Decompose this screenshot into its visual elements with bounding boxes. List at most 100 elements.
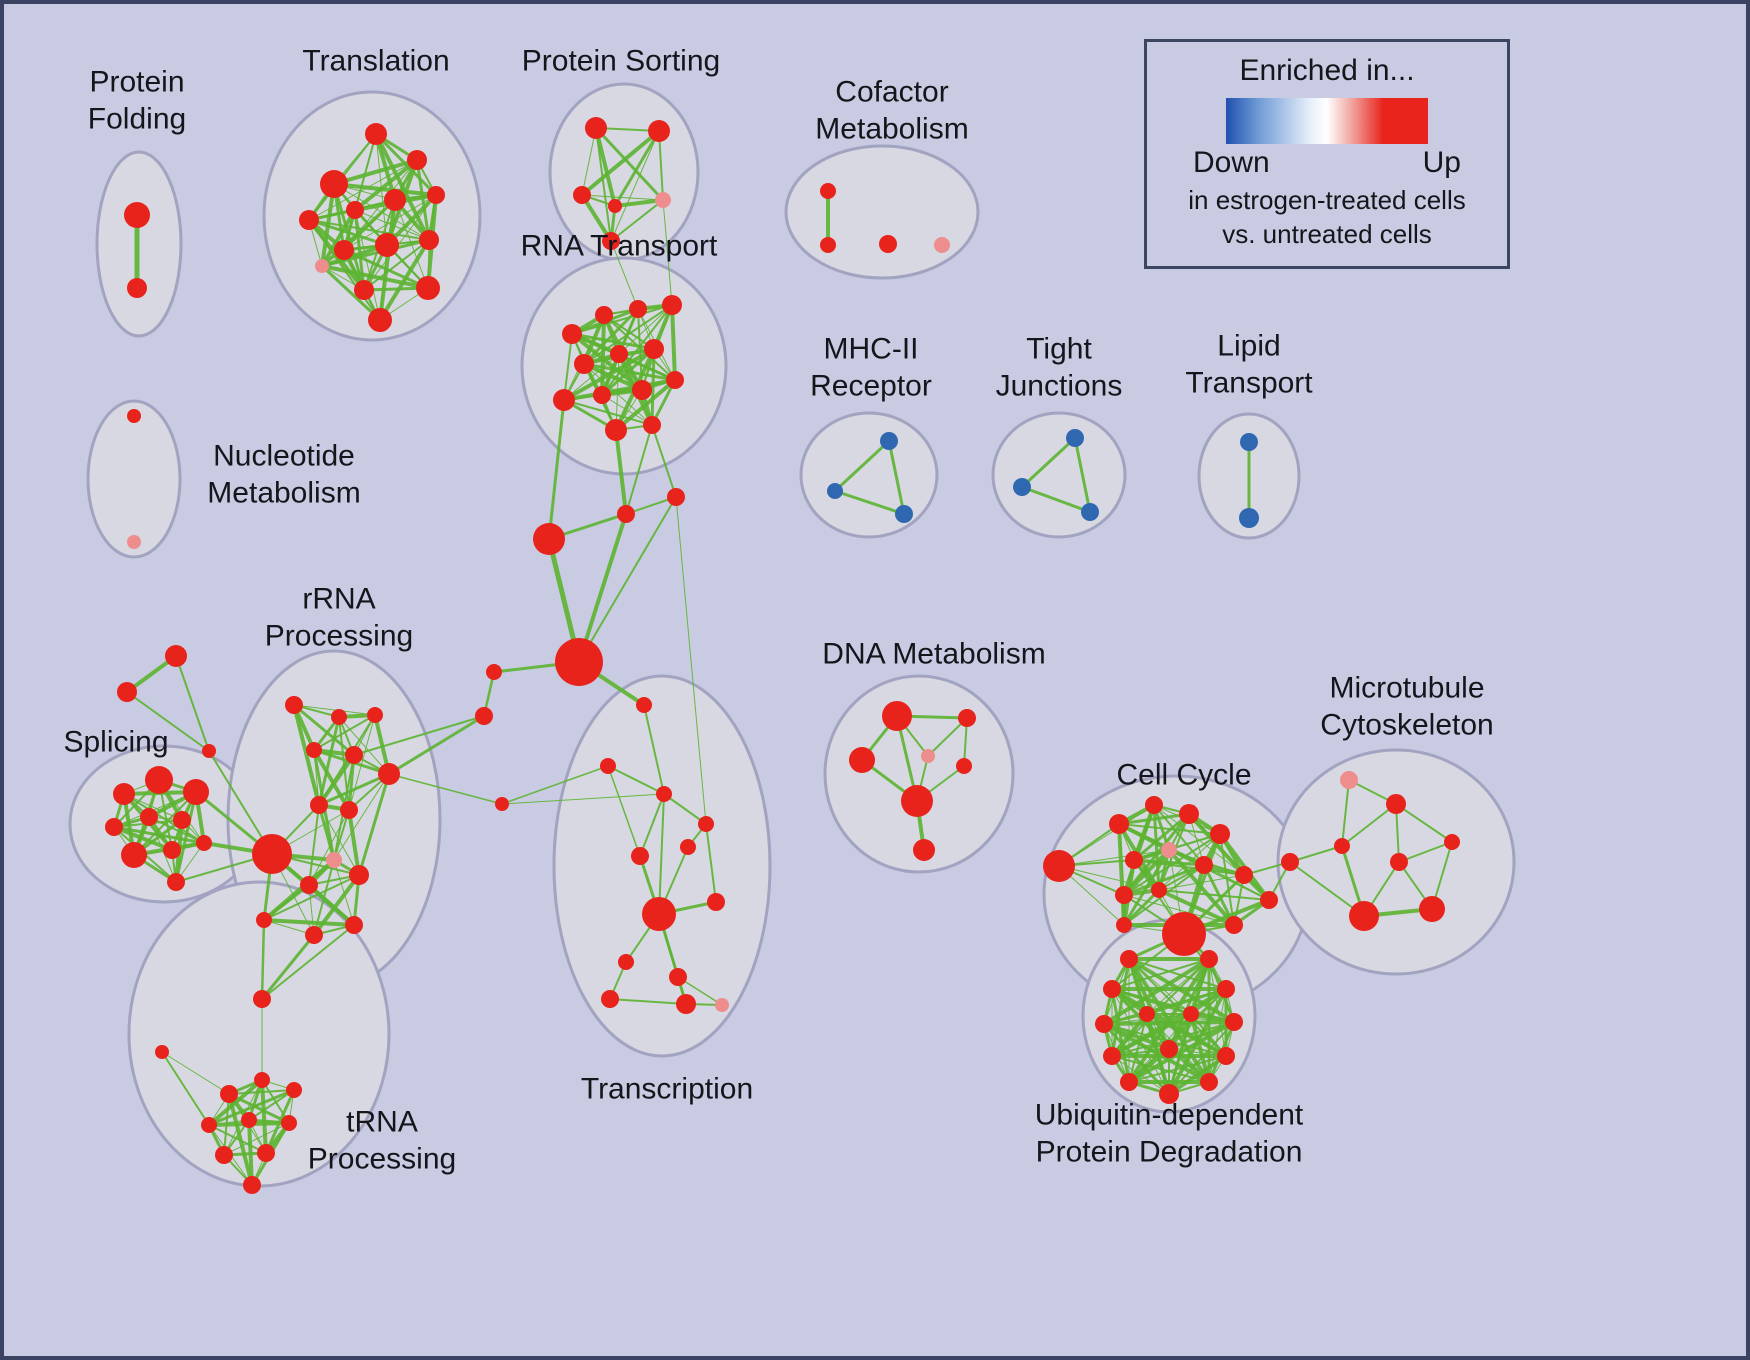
network-node <box>354 280 374 300</box>
network-node <box>121 842 147 868</box>
network-edge <box>1145 1012 1171 1096</box>
network-node <box>1200 950 1218 968</box>
network-node <box>1225 1013 1243 1031</box>
network-edge <box>1133 859 1245 876</box>
network-edge <box>1128 1013 1148 1083</box>
network-node <box>183 779 209 805</box>
network-edge <box>148 816 205 844</box>
network-edge <box>1146 1013 1210 1083</box>
network-node <box>215 1146 233 1164</box>
network-node <box>256 912 272 928</box>
network-edge <box>583 304 673 365</box>
nodes-layer <box>105 117 1460 1194</box>
network-edge <box>1103 1023 1227 1057</box>
legend-gradient-bar <box>1226 98 1428 144</box>
network-edge <box>1158 833 1221 891</box>
cluster-label-protein-sorting: Protein Sorting <box>521 44 721 78</box>
network-edge <box>1020 485 1092 514</box>
network-edge <box>207 1088 296 1127</box>
network-edge <box>1122 863 1206 897</box>
network-node <box>1125 851 1143 869</box>
network-edge <box>1102 1022 1171 1051</box>
network-edge <box>207 1078 264 1127</box>
cluster-label-cell-cycle: Cell Cycle <box>1116 758 1252 792</box>
network-edge <box>601 394 653 426</box>
network-node <box>1386 794 1406 814</box>
cluster-label-splicing: Splicing <box>63 725 169 759</box>
network-node <box>1013 478 1031 496</box>
network-node <box>155 1045 169 1059</box>
network-edge <box>571 304 673 335</box>
network-node <box>608 199 622 213</box>
network-edge <box>614 428 628 516</box>
network-edge <box>658 130 664 201</box>
network-node <box>1444 834 1460 850</box>
network-edge <box>887 439 906 516</box>
network-node <box>879 235 897 253</box>
cluster-ellipse-nucleotide-metabolism <box>86 399 182 559</box>
network-edge <box>223 1122 290 1156</box>
cluster-label-rrna-processing: rRNA Processing <box>264 582 414 652</box>
network-edge <box>320 264 382 322</box>
network-node <box>605 419 627 441</box>
network-edge <box>307 883 356 927</box>
network-edge <box>651 424 677 498</box>
network-edge <box>415 158 431 242</box>
network-node <box>375 233 399 257</box>
network-node <box>1349 901 1379 931</box>
network-edge <box>594 126 665 202</box>
legend-caption-line2: vs. untreated cells <box>1222 218 1432 249</box>
network-node <box>202 744 216 758</box>
network-edge <box>1395 803 1453 843</box>
network-edge <box>1167 848 1236 927</box>
network-edge <box>1110 987 1131 1084</box>
network-edge <box>333 773 390 861</box>
network-edge <box>563 333 573 401</box>
network-edge <box>1167 957 1211 1051</box>
network-node <box>1217 980 1235 998</box>
network-node <box>127 409 141 423</box>
network-node <box>252 834 292 874</box>
network-edge <box>112 825 174 852</box>
network-edge <box>292 703 321 807</box>
network-node <box>1120 1073 1138 1091</box>
network-node <box>163 841 181 859</box>
network-node <box>593 386 611 404</box>
network-node <box>495 797 509 811</box>
network-edge <box>1398 841 1453 863</box>
network-node <box>676 994 696 1014</box>
network-edge <box>675 496 707 825</box>
network-edge <box>388 773 503 805</box>
network-edge <box>374 132 438 197</box>
network-edge <box>1122 888 1161 927</box>
network-node <box>1109 814 1129 834</box>
network-edge <box>1158 874 1245 891</box>
network-node <box>680 839 696 855</box>
network-edge <box>1145 987 1228 1016</box>
network-edge <box>332 182 438 197</box>
network-node <box>648 120 670 142</box>
network-node <box>1081 503 1099 521</box>
network-edge <box>354 209 381 321</box>
network-node <box>958 709 976 727</box>
network-node <box>345 916 363 934</box>
network-edge <box>580 193 613 243</box>
network-edge <box>663 793 707 825</box>
enrichment-network-canvas <box>68 82 1516 1194</box>
network-node <box>407 150 427 170</box>
network-edge <box>1132 812 1191 862</box>
network-edge <box>594 126 617 208</box>
network-edge <box>1110 957 1131 1058</box>
cluster-label-tight-junctions: Tight Junctions <box>995 332 1123 402</box>
network-edge <box>363 239 430 291</box>
network-node <box>698 816 714 832</box>
network-node <box>365 123 387 145</box>
network-node <box>715 998 729 1012</box>
network-edge <box>1341 803 1397 847</box>
network-edge <box>563 353 620 401</box>
network-edge <box>208 1124 267 1154</box>
legend-down-label: Down <box>1193 146 1270 179</box>
network-edge <box>601 304 673 396</box>
network-node <box>1162 912 1206 956</box>
network-node <box>320 170 348 198</box>
